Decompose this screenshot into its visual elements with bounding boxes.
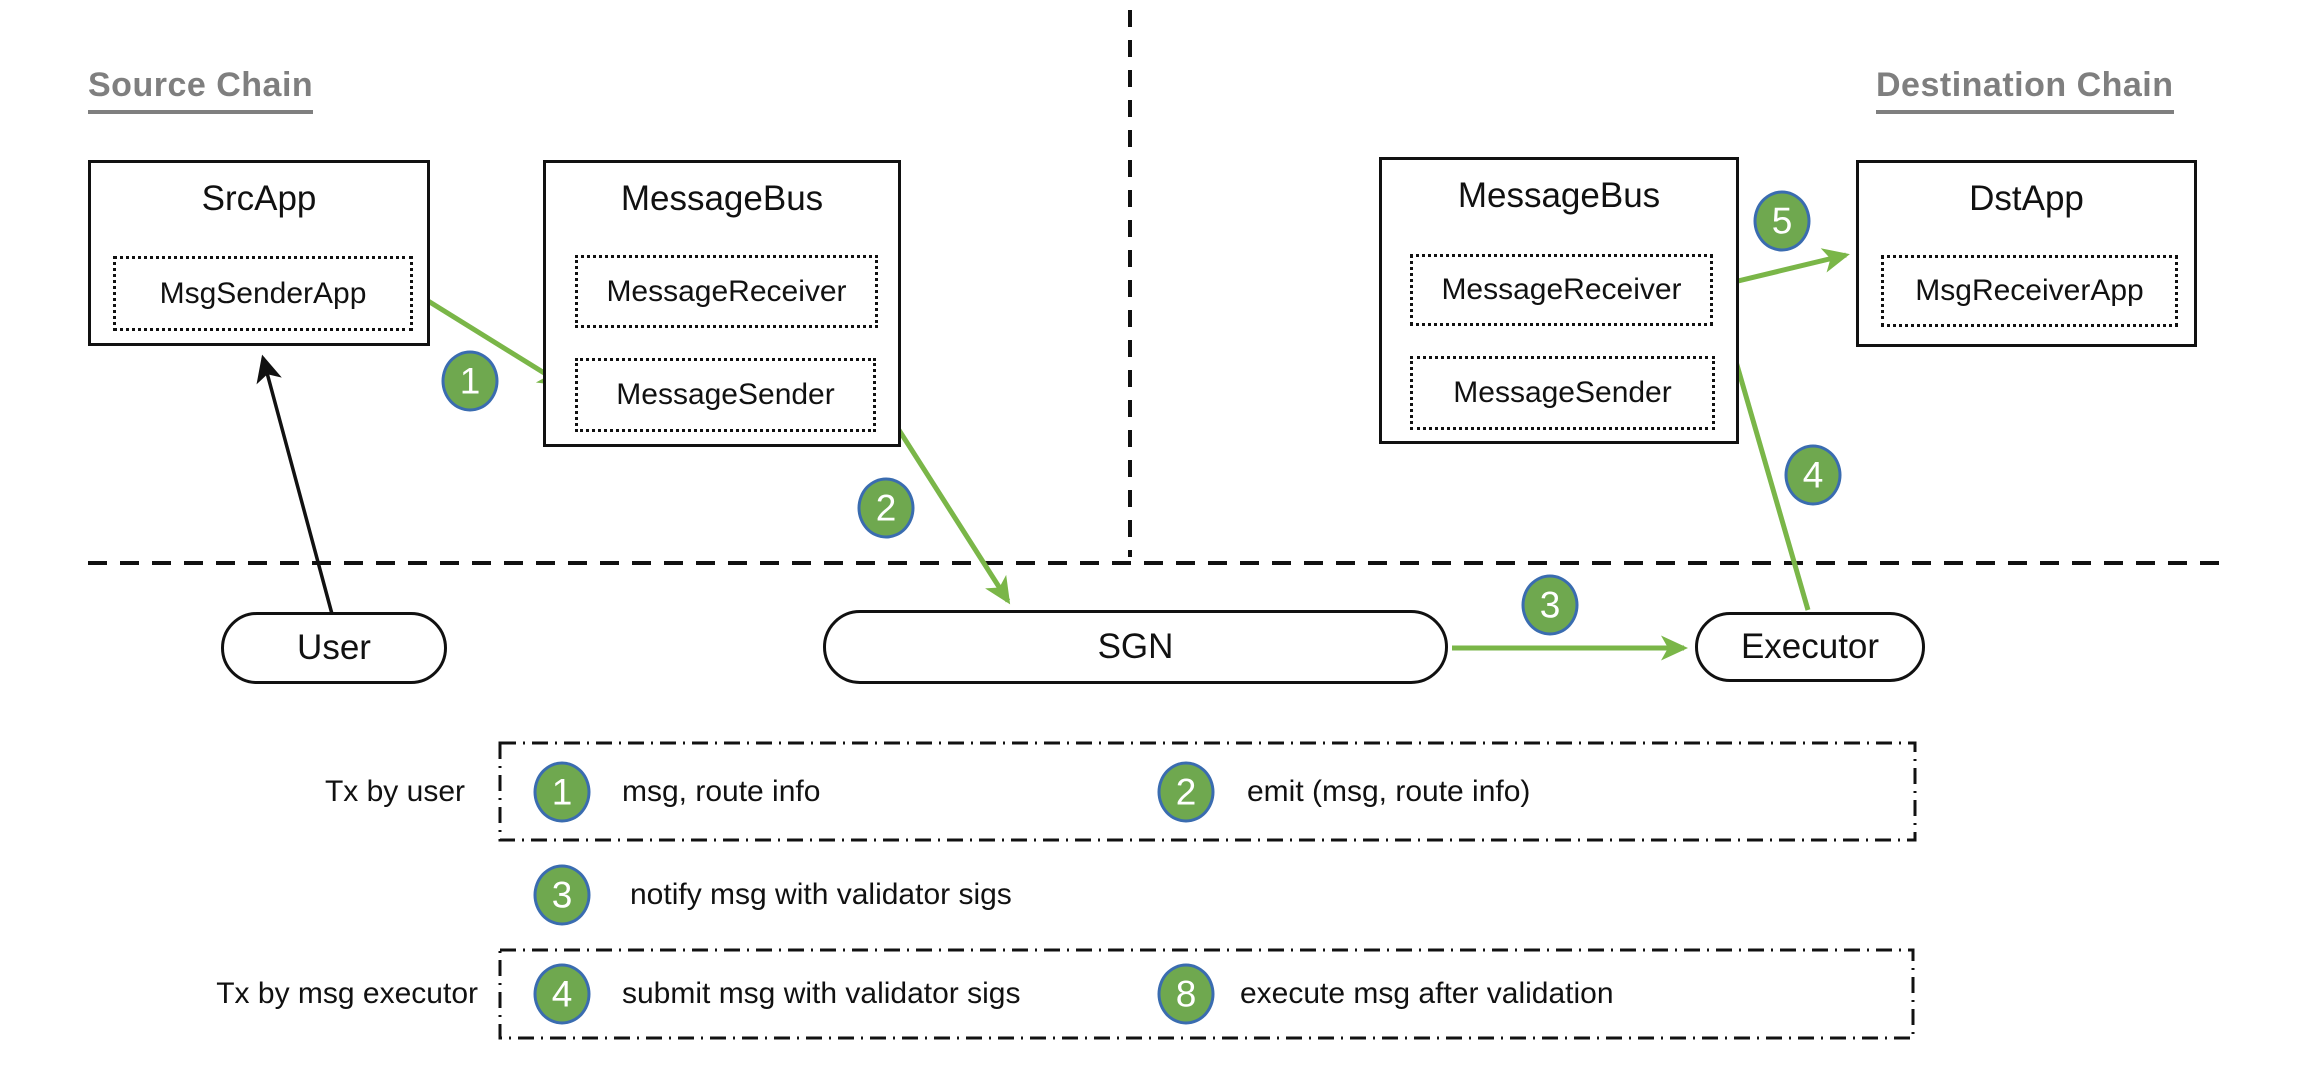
messagebus-source-box: MessageBus MessageReceiver MessageSender bbox=[543, 160, 901, 447]
step-badge-1: 1 bbox=[441, 350, 499, 412]
user-node: User bbox=[221, 612, 447, 684]
legend-row1-label: Tx by user bbox=[324, 775, 465, 808]
dst-app-box: DstApp MsgReceiverApp bbox=[1856, 160, 2197, 347]
messagebus-source-title: MessageBus bbox=[620, 179, 824, 218]
source-chain-title: Source Chain bbox=[88, 66, 314, 114]
legend-badge-8: 8 bbox=[1157, 963, 1215, 1025]
msg-receiver-app-box: MsgReceiverApp bbox=[1881, 255, 2178, 327]
legend-row2-label: Tx by msg executor bbox=[216, 977, 478, 1010]
messagebus-destination-title: MessageBus bbox=[1457, 176, 1661, 215]
message-receiver-destination-box: MessageReceiver bbox=[1410, 254, 1713, 326]
legend-item-3-text: notify msg with validator sigs bbox=[630, 878, 1012, 911]
dst-app-title: DstApp bbox=[1969, 179, 2084, 218]
legend-item-4-text: submit msg with validator sigs bbox=[622, 977, 1021, 1010]
legend-item-2-text: emit (msg, route info) bbox=[1247, 775, 1531, 808]
legend-badge-4: 4 bbox=[533, 963, 591, 1025]
step-badge-3: 3 bbox=[1521, 574, 1579, 636]
message-sender-destination-box: MessageSender bbox=[1410, 356, 1715, 430]
user-to-srcapp-arrow bbox=[256, 354, 334, 615]
legend-badge-1: 1 bbox=[533, 761, 591, 823]
src-app-box: SrcApp MsgSenderApp bbox=[88, 160, 430, 346]
legend-item-8-text: execute msg after validation bbox=[1240, 977, 1614, 1010]
message-receiver-source-box: MessageReceiver bbox=[575, 255, 878, 328]
message-sender-source-box: MessageSender bbox=[575, 358, 876, 432]
sgn-node: SGN bbox=[823, 610, 1448, 684]
step-badge-5: 5 bbox=[1753, 190, 1811, 252]
step-badge-2: 2 bbox=[857, 477, 915, 539]
legend-badge-3: 3 bbox=[533, 864, 591, 926]
src-app-title: SrcApp bbox=[201, 179, 317, 218]
messagebus-destination-box: MessageBus MessageReceiver MessageSender bbox=[1379, 157, 1739, 444]
legend-badge-2: 2 bbox=[1157, 761, 1215, 823]
legend-item-1-text: msg, route info bbox=[622, 775, 821, 808]
destination-chain-title: Destination Chain bbox=[1876, 66, 2174, 114]
step-badge-4: 4 bbox=[1784, 444, 1842, 506]
executor-node: Executor bbox=[1695, 612, 1925, 682]
msg-sender-app-box: MsgSenderApp bbox=[113, 256, 413, 331]
